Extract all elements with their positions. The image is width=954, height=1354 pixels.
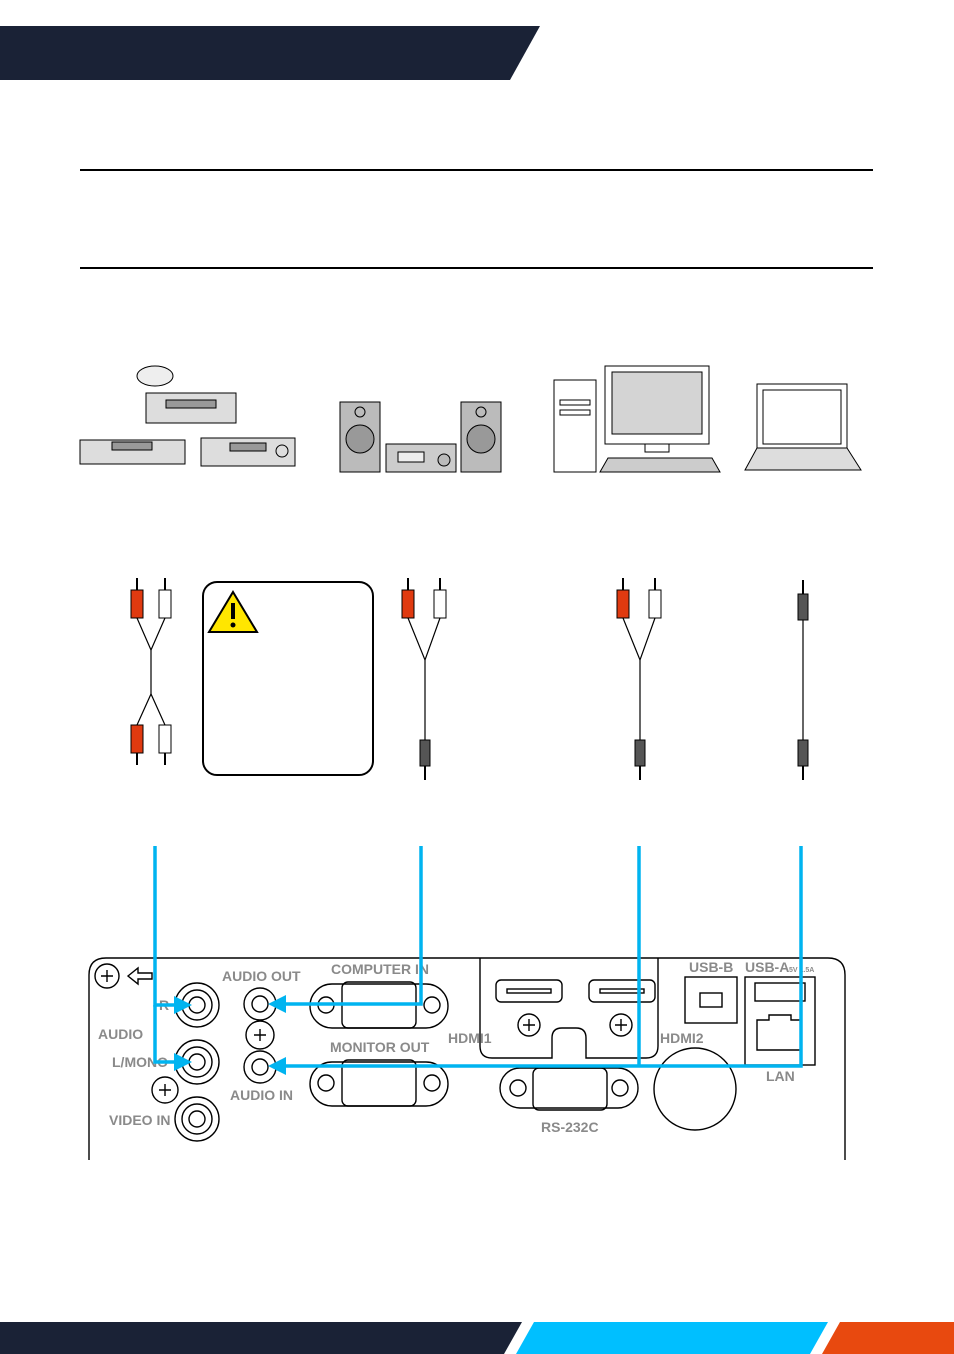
label-rs232c: RS-232C xyxy=(541,1119,599,1135)
desktop-computer-icon xyxy=(553,365,721,473)
label-hdmi2: HDMI2 xyxy=(660,1030,704,1046)
arrow-left-icon xyxy=(126,966,153,986)
rca-plug-white xyxy=(158,589,172,619)
connection-lines xyxy=(153,846,803,1075)
label-audio: AUDIO xyxy=(98,1026,143,1042)
footer-dark xyxy=(0,1322,522,1354)
rca-plug-red xyxy=(616,589,630,619)
usb-b-port xyxy=(684,976,738,1024)
label-audio-out: AUDIO OUT xyxy=(222,968,301,984)
label-audio-in: AUDIO IN xyxy=(230,1087,293,1103)
label-lan: LAN xyxy=(766,1068,795,1084)
rca-plug-white xyxy=(648,589,662,619)
connection-audio-out xyxy=(282,846,423,1006)
minijack-plug xyxy=(634,739,646,767)
rca-plug-red xyxy=(130,724,144,754)
rca-plug-red xyxy=(130,589,144,619)
minijack-plug xyxy=(797,593,809,621)
connection-audio-l xyxy=(153,1005,178,1064)
footer-orange xyxy=(822,1322,954,1354)
port-cover xyxy=(653,1047,737,1131)
minijack-plug xyxy=(419,739,431,767)
projector-back-panel: AUDIO R L/MONO VIDEO IN AUDIO OUT AUDIO … xyxy=(88,957,846,1160)
dvd-player-icon xyxy=(79,365,296,467)
header-band xyxy=(0,26,540,80)
label-hdmi1: HDMI1 xyxy=(448,1030,492,1046)
label-usb-b: USB-B xyxy=(689,959,733,975)
rca-plug-red xyxy=(401,589,415,619)
rca-plug-white xyxy=(433,589,447,619)
minijack-plug xyxy=(797,739,809,767)
screw-icon xyxy=(94,963,120,989)
audio-minijacks xyxy=(243,987,277,1084)
connection-audio-in-b xyxy=(282,846,803,1068)
hdmi-ports xyxy=(479,958,659,1059)
label-video-in: VIDEO IN xyxy=(109,1112,170,1128)
warning-icon xyxy=(207,590,259,633)
vga-ports xyxy=(309,981,449,1107)
label-computer-in: COMPUTER IN xyxy=(331,961,429,977)
label-usb-a: USB-A xyxy=(745,959,789,975)
cd-icon xyxy=(136,365,174,387)
usb-a-lan-ports xyxy=(744,976,816,1066)
connection-audio-r xyxy=(153,846,178,1007)
cables xyxy=(130,578,809,780)
rs232c-port xyxy=(499,1067,639,1111)
warning-note-box xyxy=(202,581,374,776)
rca-jacks xyxy=(151,982,220,1142)
audio-speakers-icon xyxy=(339,401,502,473)
label-monitor-out: MONITOR OUT xyxy=(330,1039,430,1055)
footer-blue xyxy=(516,1322,828,1354)
laptop-icon xyxy=(744,383,862,471)
rca-plug-white xyxy=(158,724,172,754)
